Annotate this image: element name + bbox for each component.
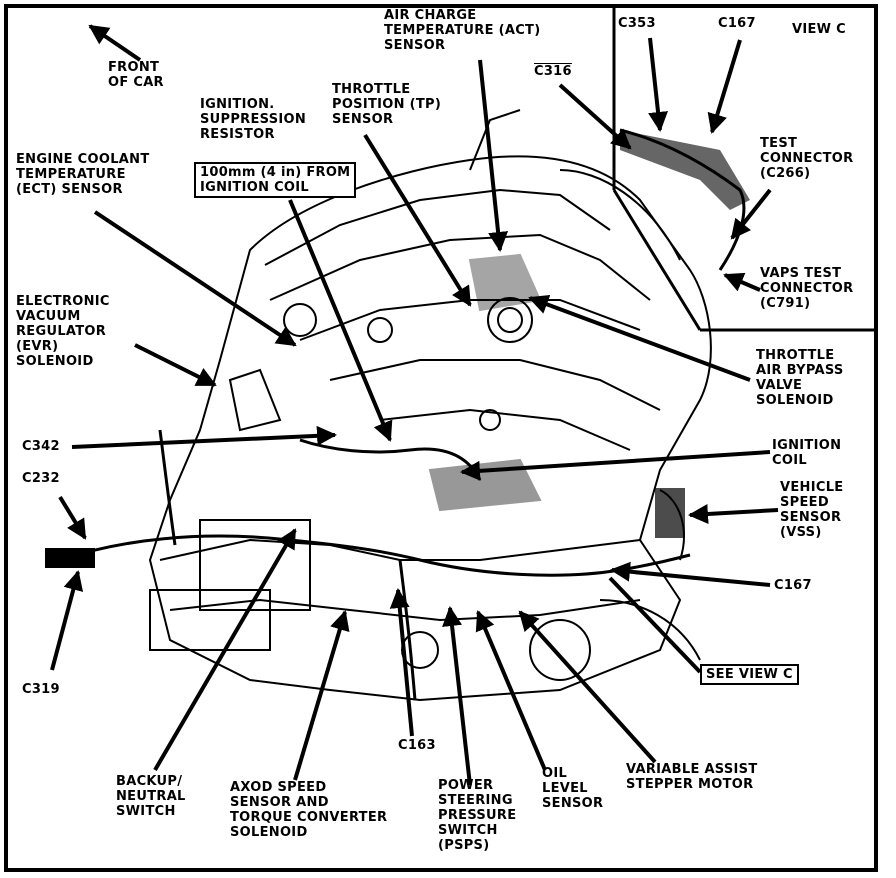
view-c-label: VIEW C — [792, 22, 846, 37]
arrow-c232 — [58, 495, 87, 540]
c316-label: C316 — [534, 64, 572, 79]
arrow-c353 — [648, 37, 668, 132]
view-c-inset-border — [612, 6, 874, 332]
ignition-coil-label: IGNITION COIL — [772, 438, 842, 468]
arrow-see-view-c — [608, 576, 702, 674]
arrow-vaps — [723, 272, 761, 292]
front-of-car-label: FRONT OF CAR — [108, 60, 164, 90]
evr-solenoid-label: ELECTRONIC VACUUM REGULATOR (EVR) SOLENO… — [16, 294, 110, 369]
arrow-psps — [442, 606, 472, 786]
tp-sensor-label: THROTTLE POSITION (TP) SENSOR — [332, 82, 442, 127]
arrow-c342 — [71, 425, 337, 449]
c353-label: C353 — [618, 16, 656, 31]
c167-top-label: C167 — [718, 16, 756, 31]
test-connector-label: TEST CONNECTOR (C266) — [760, 136, 854, 181]
arrow-act — [478, 59, 509, 252]
arrow-oil — [475, 610, 547, 771]
c319-label: C319 — [22, 682, 60, 697]
front-arrow — [88, 24, 142, 62]
arrow-ignition-coil — [460, 450, 771, 481]
arrow-distance — [288, 199, 393, 442]
throttle-air-bypass-label: THROTTLE AIR BYPASS VALVE SOLENOID — [756, 348, 844, 408]
engine-body — [148, 109, 712, 702]
vss-sensor — [655, 488, 685, 538]
variable-assist-stepper-label: VARIABLE ASSIST STEPPER MOTOR — [626, 762, 758, 792]
arrow-stepper — [518, 610, 657, 764]
arrow-bypass — [528, 294, 751, 382]
arrow-axod — [293, 610, 350, 781]
vss-label: VEHICLE SPEED SENSOR (VSS) — [780, 480, 844, 540]
psps-label: POWER STEERING PRESSURE SWITCH (PSPS) — [438, 778, 517, 853]
arrow-evr — [134, 343, 217, 387]
arrow-c319 — [50, 570, 84, 671]
ect-sensor-label: ENGINE COOLANT TEMPERATURE (ECT) SENSOR — [16, 152, 150, 197]
c342-label: C342 — [22, 439, 60, 454]
c167-right-label: C167 — [774, 578, 812, 593]
c232-label: C232 — [22, 471, 60, 486]
distance-note-box: 100mm (4 in) FROM IGNITION COIL — [194, 162, 357, 198]
arrow-c167-right — [610, 561, 771, 587]
view-c-harness-bundle — [620, 130, 750, 210]
ignition-suppression-label: IGNITION. SUPPRESSION RESISTOR — [200, 97, 307, 142]
leader-arrows — [50, 37, 779, 786]
axod-speed-sensor-label: AXOD SPEED SENSOR AND TORQUE CONVERTER S… — [230, 780, 388, 840]
arrow-tp — [363, 133, 472, 307]
backup-neutral-switch-label: BACKUP/ NEUTRAL SWITCH — [116, 774, 186, 819]
act-sensor-label: AIR CHARGE TEMPERATURE (ACT) SENSOR — [384, 8, 541, 53]
see-view-c-box: SEE VIEW C — [700, 664, 799, 685]
vaps-test-connector-label: VAPS TEST CONNECTOR (C791) — [760, 266, 854, 311]
c163-label: C163 — [398, 738, 436, 753]
arrow-ect — [93, 210, 297, 347]
diagram-frame — [4, 4, 878, 872]
arrow-vss — [688, 503, 779, 524]
arrow-c163 — [389, 588, 414, 737]
arrow-test-connector — [730, 188, 772, 240]
arrow-c316 — [558, 83, 632, 150]
arrow-backup — [153, 528, 297, 772]
oil-level-sensor-label: OIL LEVEL SENSOR — [542, 766, 604, 811]
c232-connector — [45, 548, 95, 568]
arrow-c167-top — [707, 39, 742, 134]
